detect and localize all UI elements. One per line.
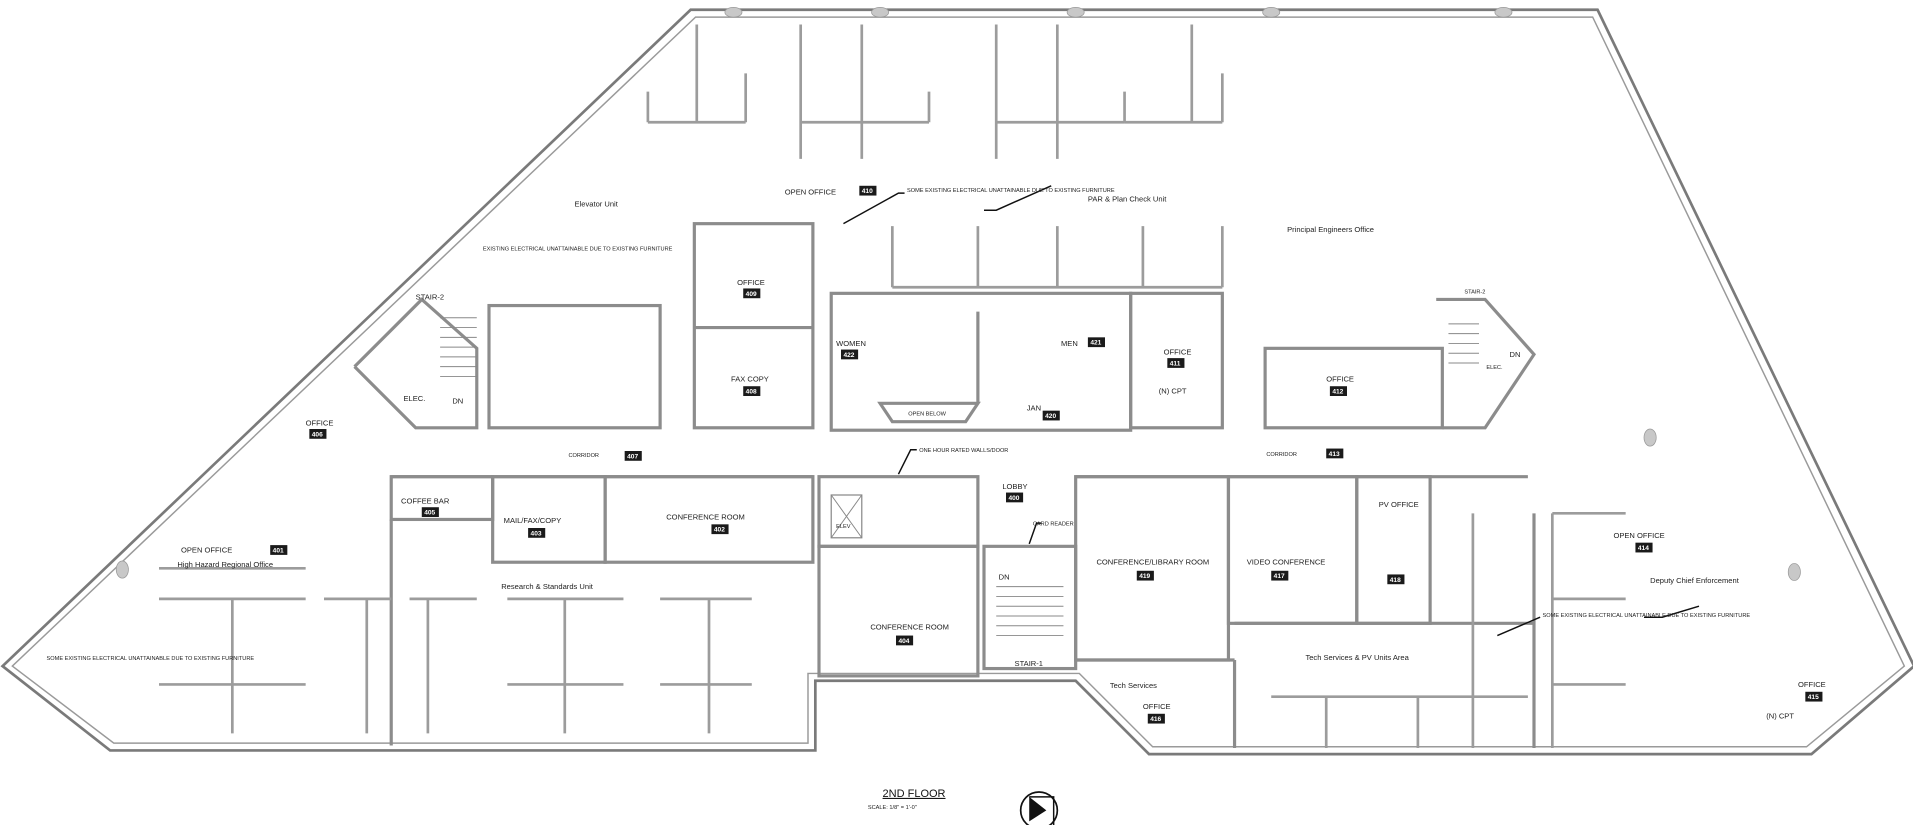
cubicles-top [646, 24, 1224, 289]
room-number: 412 [1332, 389, 1343, 396]
elevator-shaft [830, 494, 863, 539]
fixture-dn-center: DN [999, 572, 1010, 581]
note-one-hour: ONE HOUR RATED WALLS/DOOR [919, 448, 1008, 454]
fixture-stair-2-right: STAIR-2 [1464, 289, 1485, 295]
note-electrical-left: SOME EXISTING ELECTRICAL UNATTAINABLE DU… [47, 656, 255, 662]
room-number: 417 [1274, 573, 1285, 580]
room-note: (N) CPT [1766, 712, 1794, 721]
room-label: VIDEO CONFERENCE [1247, 558, 1326, 567]
area-par-plan-check: PAR & Plan Check Unit [1088, 195, 1167, 204]
room-label: OFFICE [1798, 680, 1826, 689]
room-label: JAN [1027, 404, 1041, 413]
room-label: CORRIDOR [568, 453, 599, 459]
room-label: PV OFFICE [1379, 500, 1419, 509]
area-tech-services: Tech Services [1110, 681, 1157, 690]
room-label: MAIL/FAX/COPY [504, 516, 562, 525]
room-number: 419 [1139, 573, 1150, 580]
room-number: 409 [746, 291, 757, 298]
room-number: 404 [898, 638, 909, 645]
room-label: OFFICE [306, 418, 334, 427]
fixture-card-reader: CARD READER [1033, 522, 1074, 528]
room-label: CONFERENCE ROOM [870, 622, 949, 631]
room-label: OPEN OFFICE [785, 187, 836, 196]
room-label: WOMEN [836, 339, 866, 348]
leader-lines [843, 185, 1700, 637]
room-label: CORRIDOR [1266, 452, 1297, 458]
fixture-open-below: OPEN BELOW [908, 412, 946, 418]
room-number: 414 [1638, 545, 1649, 552]
room-number: 400 [1008, 495, 1019, 502]
room-label: CONFERENCE/LIBRARY ROOM [1096, 558, 1209, 567]
room-label: OFFICE [1143, 702, 1171, 711]
room-label: OPEN OFFICE [181, 545, 232, 554]
fixture-stair-2-left: STAIR-2 [416, 292, 444, 301]
room-number: 415 [1808, 694, 1819, 701]
building-outline [0, 8, 1913, 756]
area-high-hazard: High Hazard Regional Office [177, 560, 273, 569]
room-number: 402 [714, 527, 725, 534]
drawing-scale: SCALE: 1/8" = 1'-0" [868, 805, 917, 811]
fixture-dn-right: DN [1510, 350, 1521, 359]
room-number: 420 [1045, 413, 1056, 420]
room-label: COFFEE BAR [401, 497, 450, 506]
room-number: 405 [424, 510, 435, 517]
room-label: LOBBY [1002, 482, 1027, 491]
area-elevator-unit: Elevator Unit [575, 200, 619, 209]
note-electrical-elevator: EXISTING ELECTRICAL UNATTAINABLE DUE TO … [483, 247, 673, 253]
room-number: 411 [1170, 360, 1181, 367]
note-electrical-top: SOME EXISTING ELECTRICAL UNATTAINABLE DU… [907, 188, 1115, 194]
room-number: 418 [1390, 577, 1401, 584]
room-label: FAX COPY [731, 374, 769, 383]
room-label: CONFERENCE ROOM [666, 512, 745, 521]
column-markers [115, 6, 1801, 581]
north-arrow-icon: N [1019, 791, 1059, 825]
room-number: 406 [312, 431, 323, 438]
fixture-dn-left: DN [452, 396, 463, 405]
room-number: 403 [531, 530, 542, 537]
room-note: (N) CPT [1159, 387, 1187, 396]
room-number: 416 [1150, 716, 1161, 723]
room-label: OFFICE [737, 278, 765, 287]
fixture-elec-left: ELEC. [403, 394, 425, 403]
room-number: 407 [627, 453, 638, 460]
fixture-elev: ELEV [836, 524, 851, 530]
interior-walls [353, 222, 1537, 749]
fixture-stair-1: STAIR-1 [1015, 659, 1043, 668]
drawing-title: 2ND FLOOR [883, 788, 946, 800]
cubicles-lower [159, 511, 1626, 749]
room-label: OFFICE [1164, 347, 1192, 356]
fixture-elec-right: ELEC. [1486, 365, 1503, 371]
note-electrical-right: SOME EXISTING ELECTRICAL UNATTAINABLE DU… [1543, 613, 1751, 619]
room-number: 422 [843, 352, 854, 359]
area-deputy-chief: Deputy Chief Enforcement [1650, 576, 1740, 585]
stair-treads [440, 317, 1479, 637]
area-research-standards: Research & Standards Unit [501, 582, 594, 591]
room-number: 421 [1090, 340, 1101, 347]
room-number: 408 [746, 389, 757, 396]
area-tech-pv: Tech Services & PV Units Area [1305, 653, 1409, 662]
room-label: OPEN OFFICE [1613, 531, 1664, 540]
room-label: MEN [1061, 339, 1078, 348]
room-number: 401 [273, 547, 284, 554]
area-principal-engineers: Principal Engineers Office [1287, 225, 1374, 234]
room-number: 413 [1329, 451, 1340, 458]
room-label: OFFICE [1326, 374, 1354, 383]
room-number: 410 [862, 188, 873, 195]
